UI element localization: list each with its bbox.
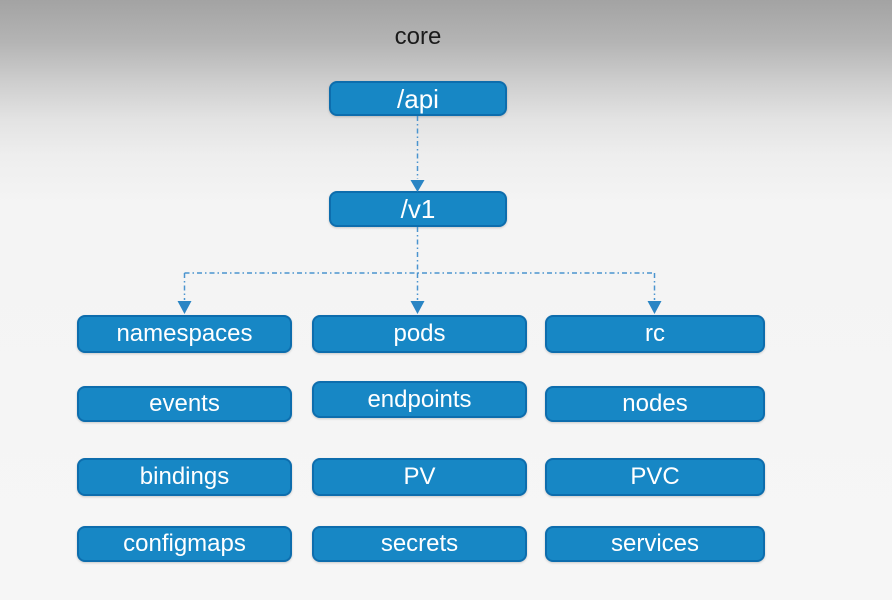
node-rc: rc: [545, 315, 765, 353]
node-v1: /v1: [329, 191, 507, 227]
node-bindings: bindings: [77, 458, 292, 496]
node-endpoints: endpoints: [312, 381, 527, 418]
node-pods: pods: [312, 315, 527, 353]
node-pv: PV: [312, 458, 527, 496]
arrowhead-icon: [647, 301, 662, 314]
node-namespaces: namespaces: [77, 315, 292, 353]
node-secrets: secrets: [312, 526, 527, 562]
node-nodes: nodes: [545, 386, 765, 422]
connector-v1-children: [183, 227, 656, 300]
node-configmaps: configmaps: [77, 526, 292, 562]
node-pvc: PVC: [545, 458, 765, 496]
node-services: services: [545, 526, 765, 562]
arrowhead-icon: [410, 301, 425, 314]
arrowhead-icon: [177, 301, 192, 314]
node-events: events: [77, 386, 292, 422]
node-api: /api: [329, 81, 507, 116]
diagram-title: core: [394, 23, 442, 50]
